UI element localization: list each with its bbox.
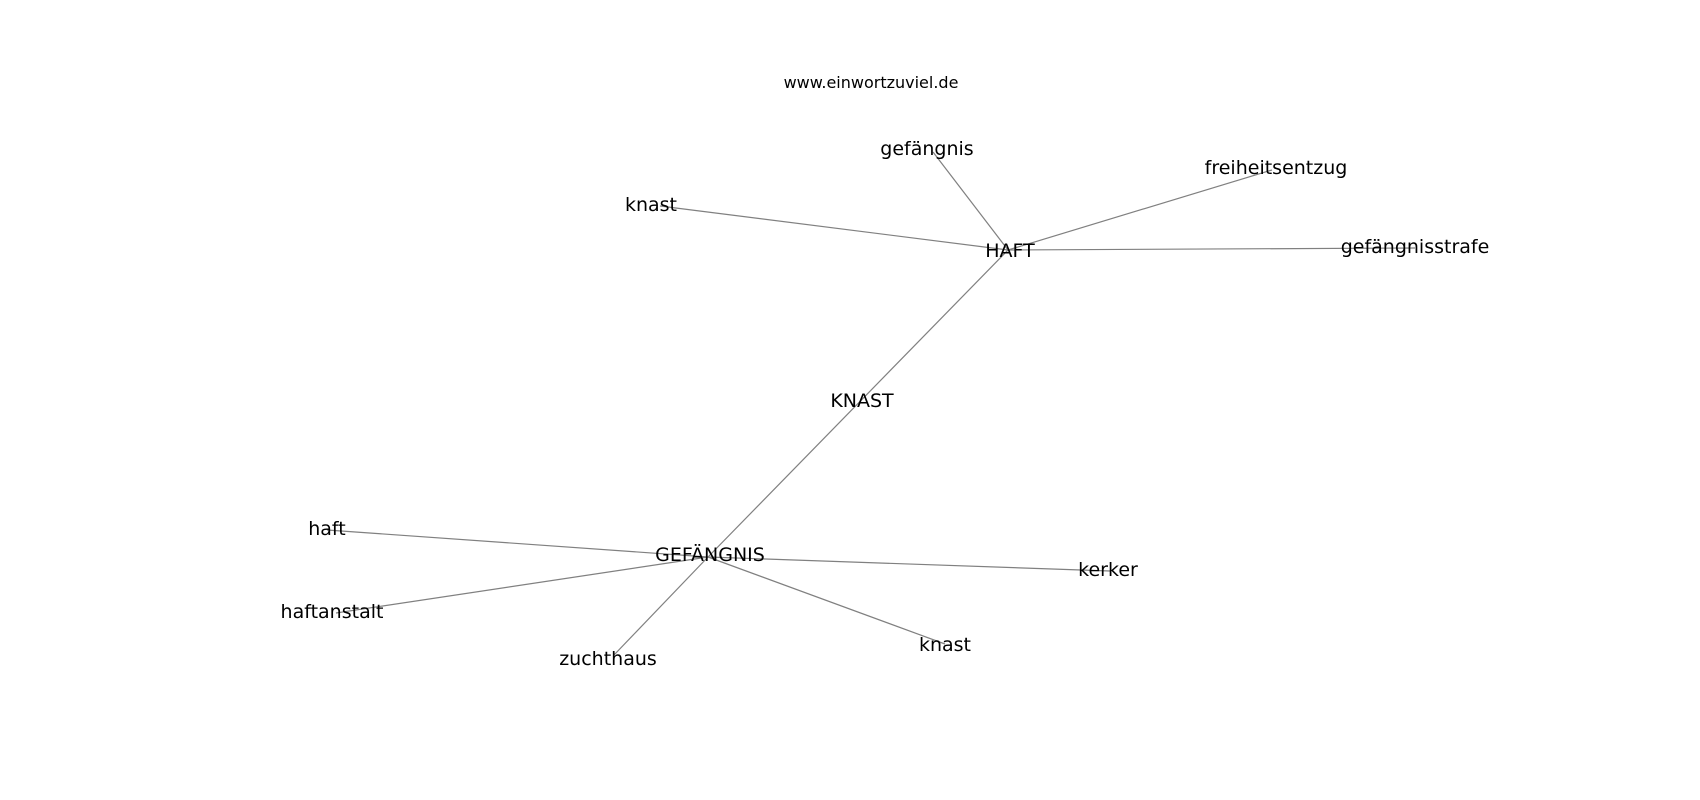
node-label-gef-zuchthaus: zuchthaus xyxy=(559,648,657,670)
node-label-haft-freiheitsentzug: freiheitsentzug xyxy=(1205,157,1348,179)
node-label-gefaengnis-hub: GEFÄNGNIS xyxy=(655,543,765,566)
node-label-haft-knast: knast xyxy=(625,194,677,216)
labels-layer: KNAST HAFT GEFÄNGNIS gefängnis freiheitsentz… xyxy=(281,138,1490,670)
node-label-haft-gefaengnis: gefängnis xyxy=(880,138,973,160)
node-label-gef-haft: haft xyxy=(308,518,346,540)
edge-haft-hub-to-gefaengnis-hub xyxy=(707,249,1009,558)
node-label-haft-hub: HAFT xyxy=(985,240,1035,262)
edge-haft-hub-to-haft-knast xyxy=(659,205,1009,251)
site-credit: www.einwortzuviel.de xyxy=(784,73,959,92)
node-label-gef-haftanstalt: haftanstalt xyxy=(281,601,384,623)
edge-haft-hub-to-haft-gefaengnis xyxy=(932,151,1009,251)
edge-haft-hub-to-haft-gefaengnisstrafe xyxy=(1007,247,1416,251)
edge-gefaengnis-hub-to-gef-haft xyxy=(326,529,709,558)
edge-gefaengnis-hub-to-gef-knast xyxy=(707,556,946,645)
node-label-gef-knast: knast xyxy=(919,634,971,656)
edges-layer xyxy=(326,151,1416,656)
edge-gefaengnis-hub-to-gef-zuchthaus xyxy=(613,556,709,656)
edge-gefaengnis-hub-to-gef-kerker xyxy=(707,556,1111,572)
node-label-haft-gefaengnisstrafe: gefängnisstrafe xyxy=(1341,236,1490,258)
edge-gefaengnis-hub-to-gef-haftanstalt xyxy=(335,556,709,614)
node-label-knast-center: KNAST xyxy=(830,390,894,412)
node-label-gef-kerker: kerker xyxy=(1078,559,1138,581)
edge-haft-hub-to-haft-freiheitsentzug xyxy=(1007,169,1273,251)
